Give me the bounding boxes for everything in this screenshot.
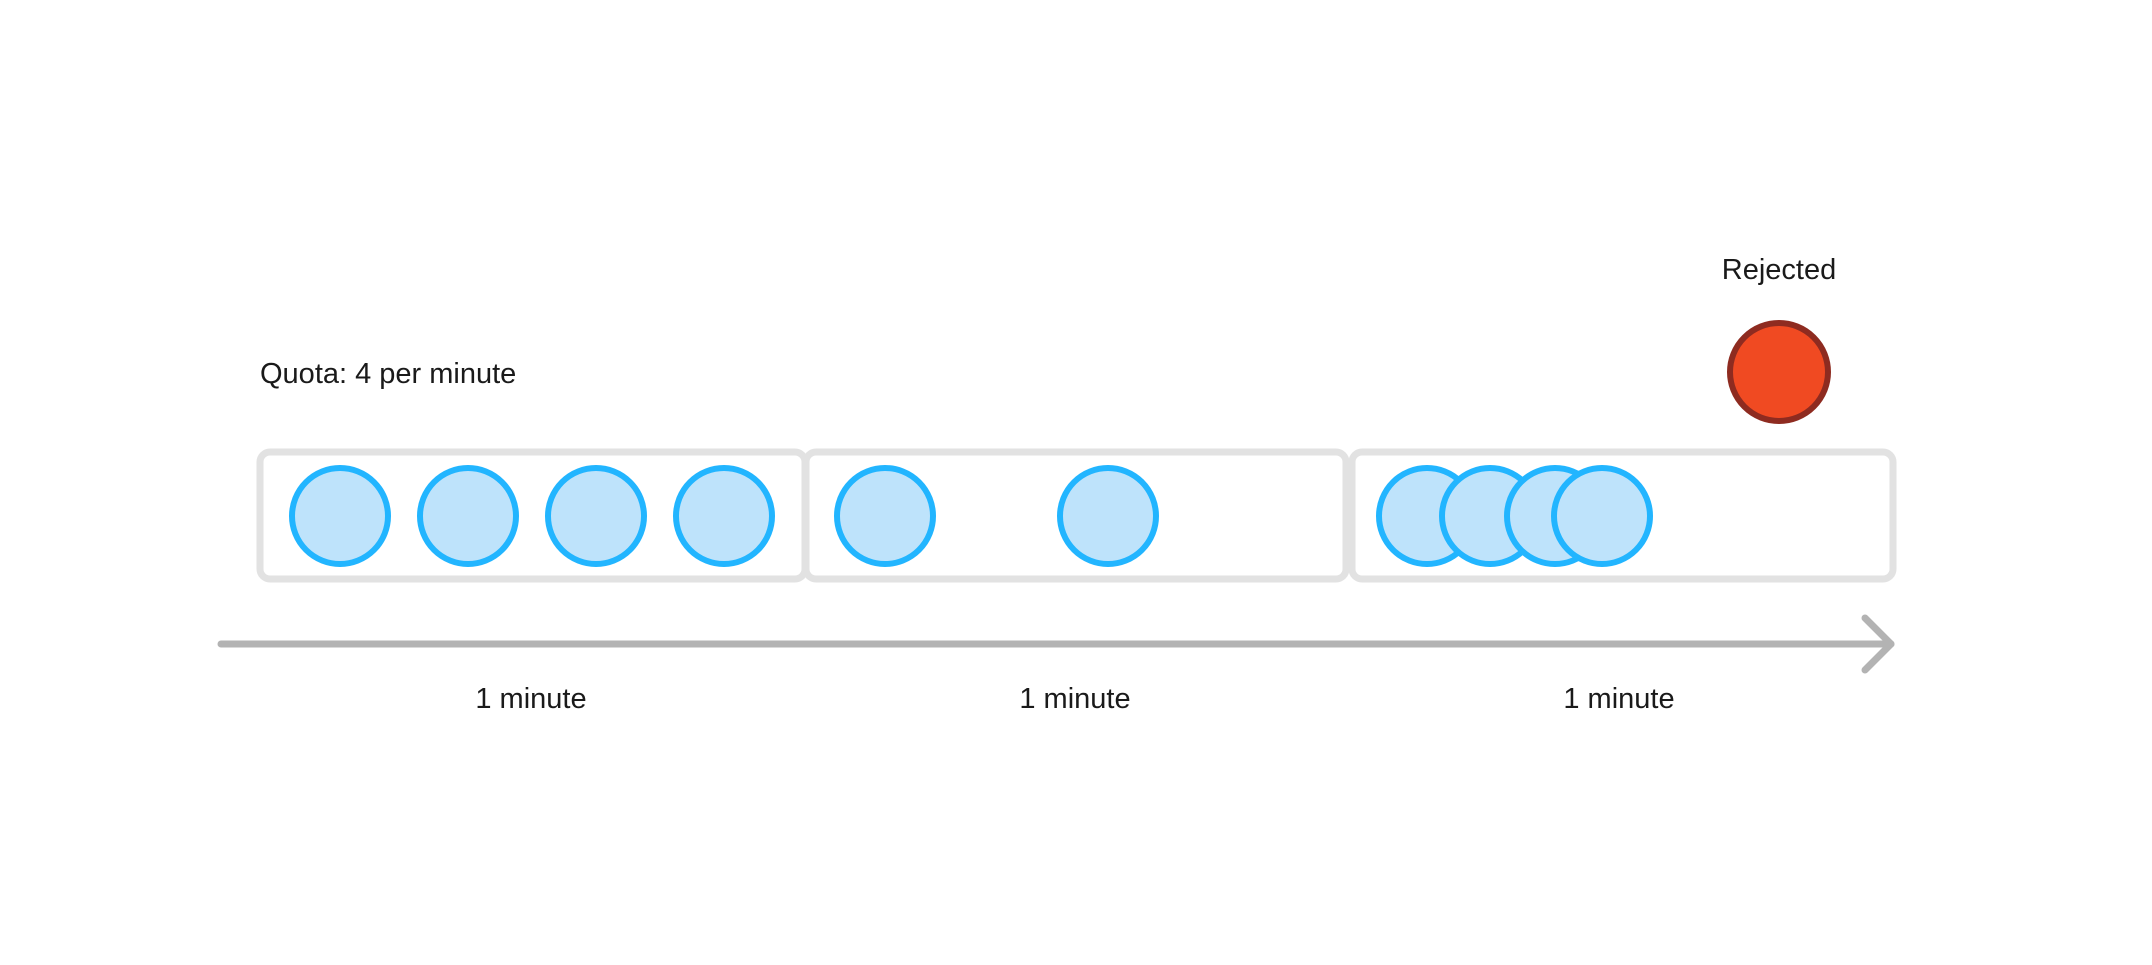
window-3-label: 1 minute	[1563, 683, 1674, 715]
accepted-request	[1551, 465, 1653, 567]
rejected-label: Rejected	[1722, 254, 1836, 286]
accepted-request	[834, 465, 936, 567]
accepted-request	[1057, 465, 1159, 567]
accepted-request	[417, 465, 519, 567]
window-1-label: 1 minute	[475, 683, 586, 715]
accepted-request	[673, 465, 775, 567]
rejected-request	[1727, 320, 1831, 424]
accepted-request	[545, 465, 647, 567]
quota-label: Quota: 4 per minute	[260, 358, 516, 390]
accepted-request	[289, 465, 391, 567]
timeline-arrow	[217, 614, 1895, 674]
arrowhead-icon	[1861, 614, 1895, 674]
window-2-label: 1 minute	[1019, 683, 1130, 715]
